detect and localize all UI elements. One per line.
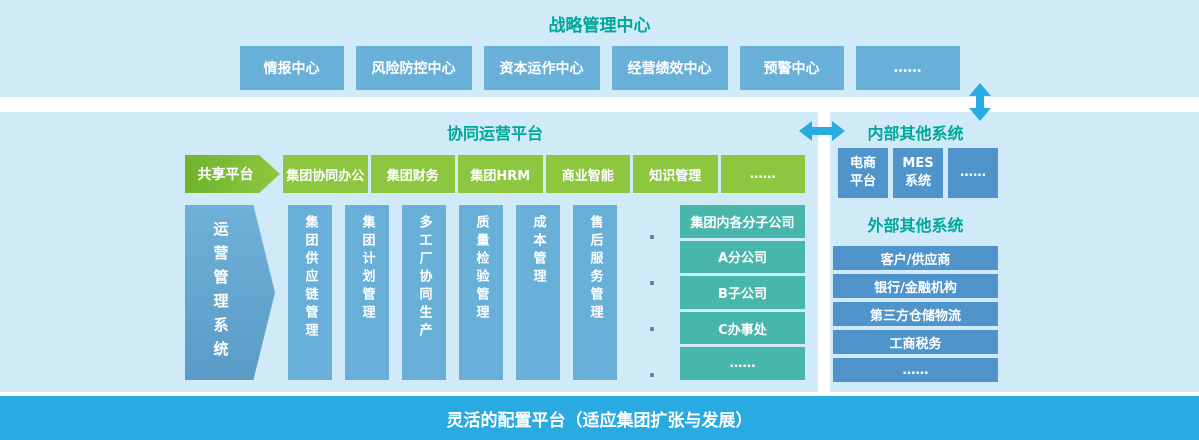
more-shared-box: …… (720, 155, 805, 193)
external-systems-title: 外部其他系统 (867, 216, 964, 235)
customer-supplier-box: 客户/供应商 (833, 246, 998, 270)
after-sales-column: 售后服务管理 (573, 205, 617, 380)
risk-control-center-box: 风险防控中心 (355, 46, 472, 90)
quality-inspection-column: 质量检验管理 (459, 205, 503, 380)
group-collab-office-box: 集团协同办公 (283, 155, 368, 193)
third-party-logistics-box: 第三方仓储物流 (833, 302, 998, 326)
shared-platform-row: 共享平台 集团协同办公 集团财务 集团HRM 商业智能 知识管理 …… (185, 155, 805, 193)
quality-inspection-label: 质量检验管理 (473, 215, 489, 323)
ellipsis-dots: ···· (640, 225, 664, 409)
operation-management-system-arrow: 运营管理系统 (185, 205, 275, 380)
strategic-center-band: 战略管理中心 情报中心 风险防控中心 资本运作中心 经营绩效中心 预警中心 …… (0, 0, 1199, 97)
branch-a-box: A分公司 (680, 240, 805, 274)
knowledge-management-box: 知识管理 (633, 155, 718, 193)
supply-chain-label: 集团供应链管理 (302, 215, 318, 341)
ecommerce-platform-box: 电商 平台 (838, 148, 888, 198)
group-planning-label: 集团计划管理 (359, 215, 375, 323)
horizontal-sync-arrow-icon (799, 121, 845, 141)
configuration-platform-bar: 灵活的配置平台（适应集团扩张与发展） (0, 396, 1199, 440)
collaborative-platform-title: 协同运营平台 (446, 124, 543, 143)
group-finance-box: 集团财务 (370, 155, 455, 193)
intelligence-center-box: 情报中心 (239, 46, 344, 90)
multi-factory-label: 多工厂协同生产 (416, 215, 432, 341)
subsidiaries-stack: 集团内各分子公司 A分公司 B子公司 C办事处 …… (680, 205, 805, 380)
shared-platform-arrow: 共享平台 (185, 155, 280, 193)
multi-factory-column: 多工厂协同生产 (402, 205, 446, 380)
collaborative-platform-panel: 协同运营平台 共享平台 集团协同办公 集团财务 集团HRM 商业智能 知识管理 … (0, 112, 818, 409)
industry-commerce-tax-box: 工商税务 (833, 330, 998, 354)
performance-center-box: 经营绩效中心 (611, 46, 728, 90)
vertical-sync-arrow-icon (969, 83, 991, 121)
other-systems-panel: 内部其他系统 电商 平台 MES 系统 …… 外部其他系统 客户/供应商 银行/… (830, 112, 1199, 392)
after-sales-label: 售后服务管理 (587, 215, 603, 323)
configuration-platform-label: 灵活的配置平台（适应集团扩张与发展） (446, 410, 753, 431)
early-warning-center-box: 预警中心 (739, 46, 844, 90)
strategic-center-button-row: 情报中心 风险防控中心 资本运作中心 经营绩效中心 预警中心 …… (0, 46, 1199, 90)
more-subsidiaries-box: …… (680, 347, 805, 380)
capital-operation-center-box: 资本运作中心 (483, 46, 600, 90)
group-hrm-box: 集团HRM (458, 155, 543, 193)
bank-finance-box: 银行/金融机构 (833, 274, 998, 298)
mes-system-box: MES 系统 (893, 148, 943, 198)
internal-systems-title: 内部其他系统 (867, 124, 964, 143)
supply-chain-column: 集团供应链管理 (288, 205, 332, 380)
group-subsidiaries-box: 集团内各分子公司 (680, 205, 805, 238)
external-systems-stack: 客户/供应商 银行/金融机构 第三方仓储物流 工商税务 …… (833, 246, 998, 382)
strategic-center-title: 战略管理中心 (548, 16, 651, 36)
more-centers-box: …… (855, 46, 960, 90)
cost-management-label: 成本管理 (530, 215, 546, 287)
business-intelligence-box: 商业智能 (545, 155, 630, 193)
subsidiary-b-box: B子公司 (680, 276, 805, 309)
more-internal-box: …… (948, 148, 998, 198)
operation-management-system-label: 运营管理系统 (211, 220, 230, 365)
group-planning-column: 集团计划管理 (345, 205, 389, 380)
more-external-box: …… (833, 358, 998, 382)
ellipsis-dots-column: ···· (630, 205, 674, 409)
cost-management-column: 成本管理 (516, 205, 560, 380)
operation-system-row: 运营管理系统 集团供应链管理 集团计划管理 多工厂协同生产 质量检验管理 成本管… (185, 205, 805, 409)
office-c-box: C办事处 (680, 311, 805, 345)
internal-systems-row: 电商 平台 MES 系统 …… (838, 148, 998, 198)
